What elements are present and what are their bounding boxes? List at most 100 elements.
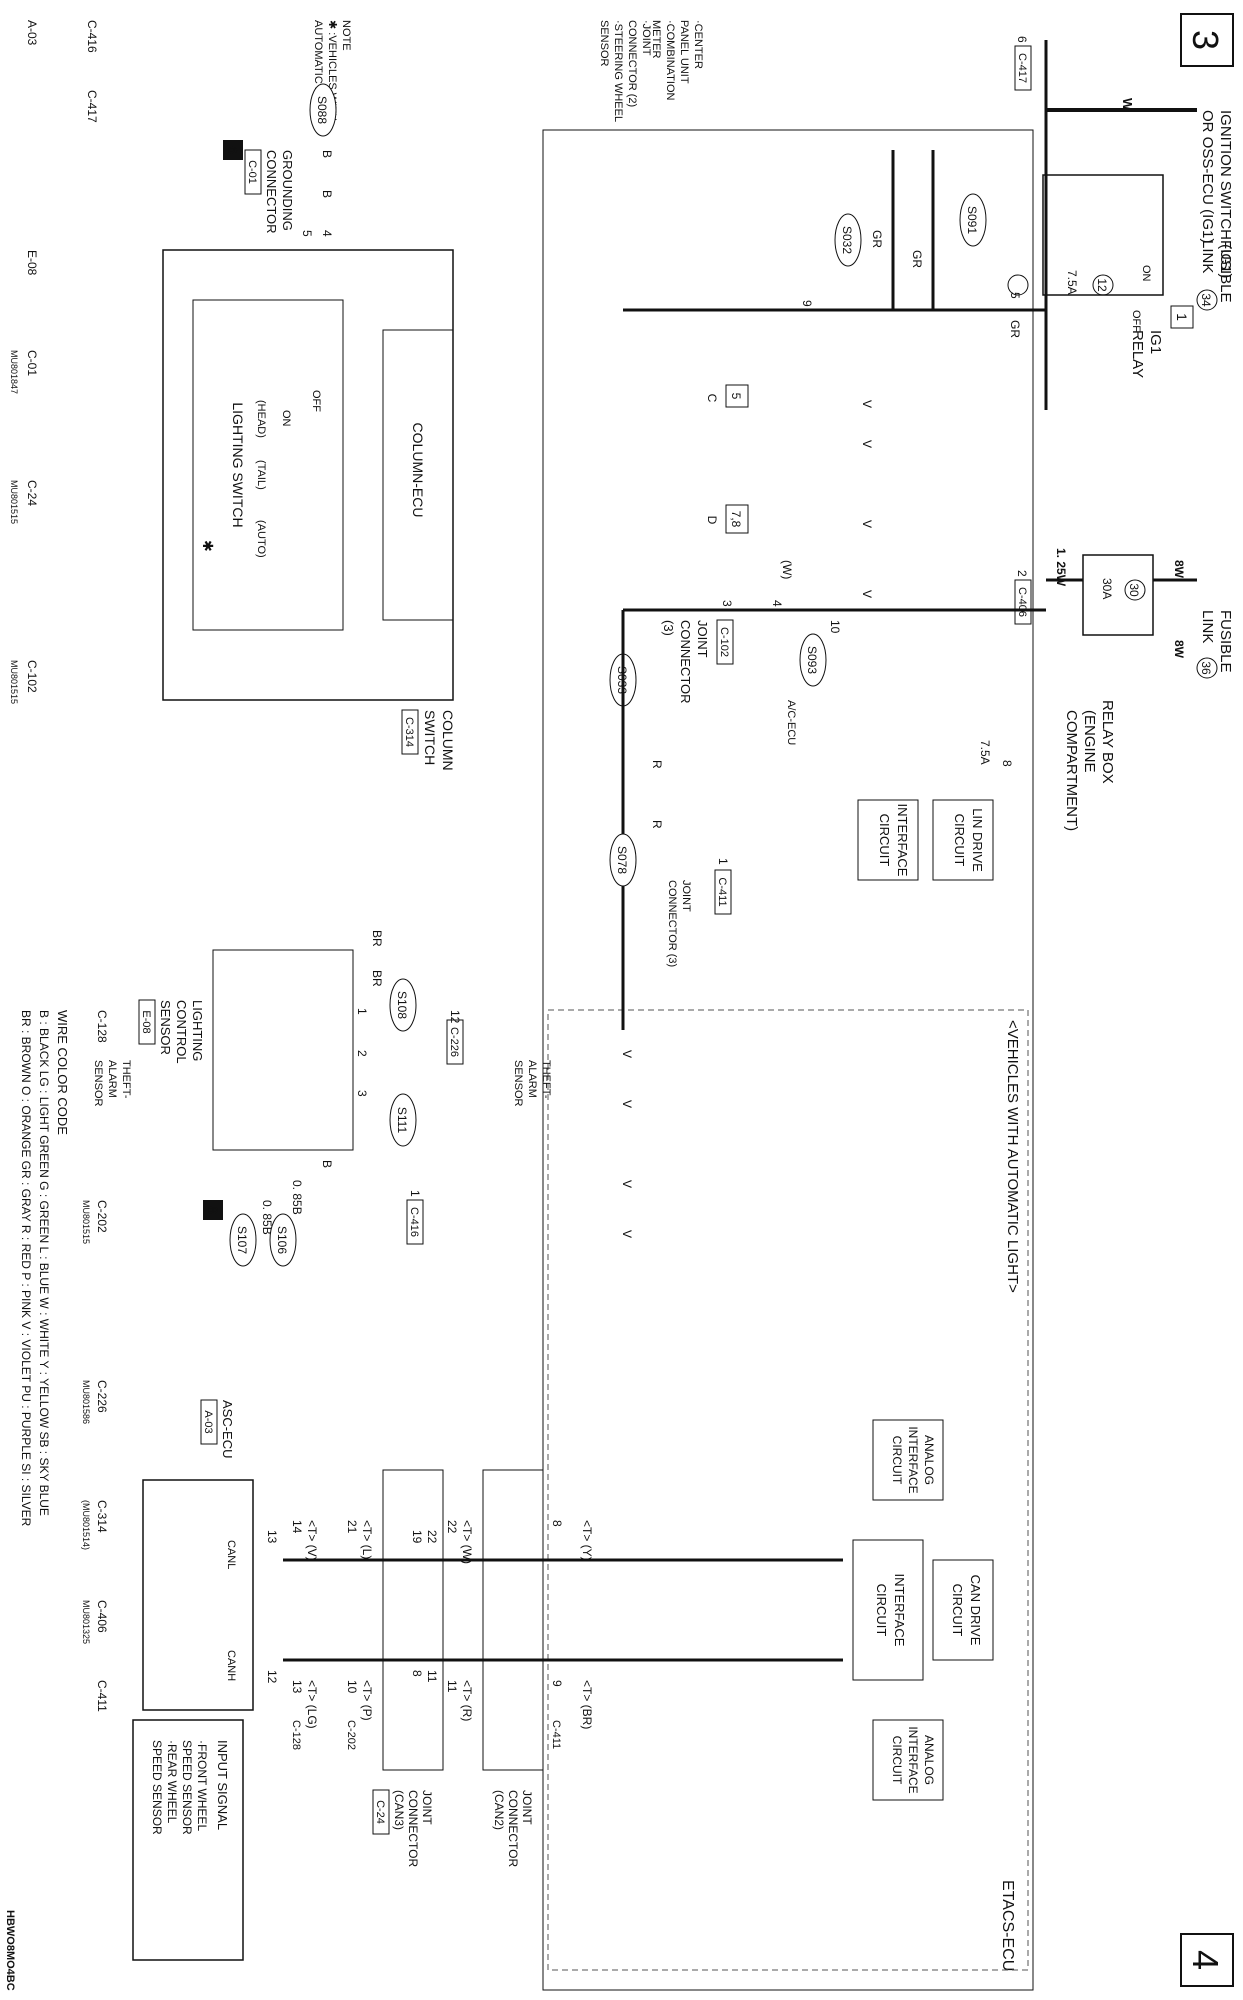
svg-text:C-314: C-314 [95, 1500, 109, 1533]
input-signal-box [132, 1719, 244, 1961]
svg-text:SENSOR: SENSOR [598, 20, 610, 67]
ig1-relay-label: IG1 [1147, 330, 1164, 354]
fusible-link-36-label2: LINK [1199, 610, 1216, 643]
page-marker-left: 3 [1180, 13, 1234, 67]
relay-fuse-number: 12 [1095, 278, 1109, 292]
splice-s088 [309, 83, 337, 137]
splice-s106 [269, 1213, 297, 1267]
can-drive-circuit: CAN DRIVE CIRCUIT [932, 1559, 994, 1661]
svg-text:CONNECTOR: CONNECTOR [264, 150, 279, 234]
pin-9: 9 [800, 300, 814, 307]
c416-label: C-416 [408, 1207, 420, 1237]
svg-text:E-08: E-08 [25, 250, 39, 276]
can-row-0-lp: 8 [550, 1520, 564, 1527]
interface-circuit-lin: INTERFACE CIRCUIT [857, 799, 919, 881]
joint-connector-can2: JOINT CONNECTOR (CAN2) [492, 1790, 534, 1867]
splice-s111 [389, 1093, 417, 1147]
svg-text:B : BLACK LG : LIGHT GREEN: B : BLACK LG : LIGHT GREEN G : GREEN L :… [37, 1010, 51, 1516]
svg-text:BR : BROWN O : ORANGE GR :: BR : BROWN O : ORANGE GR : GRAY R : RED … [19, 1010, 33, 1527]
svg-text:MU801847: MU801847 [9, 350, 19, 394]
relay-box-label2: (ENGINE [1081, 710, 1098, 773]
pin-4-ground: 4 [320, 230, 334, 237]
dest-theft-alarm-2: THEFT- ALARM SENSOR [92, 1060, 132, 1107]
dest-center-panel: ·CENTER PANEL UNIT ·COMBINATION METER [650, 20, 704, 101]
auto-light-region [547, 1009, 1029, 1971]
svg-text:CONTROL: CONTROL [174, 1000, 189, 1064]
relay-box-label3: COMPARTMENT) [1063, 710, 1080, 831]
ignition-switch-label: IGNITION SWITCH (IG1) [1217, 110, 1234, 278]
can-row-1-lp: 22 [445, 1520, 459, 1534]
svg-text:(CAN2): (CAN2) [492, 1790, 506, 1830]
can-bus-section [283, 1469, 843, 1771]
can-row-3-left: <T> (V) [305, 1520, 319, 1561]
svg-text:GROUNDING: GROUNDING [280, 150, 295, 231]
column-switch-label: COLUMN [440, 710, 456, 771]
pin-1d: 1 [408, 1190, 422, 1197]
relay-box-engine [1082, 554, 1154, 636]
dest-joint-connector-2: ·JOINT CONNECTOR (2) ·STEERING WHEEL SEN… [598, 20, 652, 122]
can-row-0-left: <T> (Y) [580, 1520, 594, 1561]
drawing-id: HBWO8MO4BC [4, 1910, 16, 1991]
svg-text:SENSOR: SENSOR [512, 1060, 524, 1107]
svg-text:19: 19 [410, 1530, 424, 1544]
relay-fuse-circle [1092, 274, 1114, 296]
can-pins: 13 12 22 19 11 8 [265, 1530, 439, 1684]
svg-text:CIRCUIT: CIRCUIT [890, 1436, 904, 1485]
connector-d-mark: D [705, 516, 719, 525]
svg-text:C-202: C-202 [95, 1200, 109, 1233]
svg-text:A-03: A-03 [25, 20, 39, 46]
svg-text:C-24: C-24 [25, 480, 39, 506]
column-switch-label2: SWITCH [422, 710, 438, 765]
splice-s093 [799, 633, 827, 687]
lin-drive-circuit: LIN DRIVE CIRCUIT [932, 799, 994, 881]
can-row-3-rp: 13 [290, 1680, 304, 1694]
ground-8: 8 [205, 1206, 221, 1214]
svg-text:·FRONT WHEEL: ·FRONT WHEEL [195, 1740, 209, 1831]
page-number-left: 3 [1185, 30, 1226, 50]
can-row-3-right: <T> (LG) [305, 1680, 319, 1729]
pin-4: 4 [770, 600, 784, 607]
connector-face-list: A-03 C-416 C-417 E-08 C-01 C-24 C-102 C-… [9, 20, 109, 1712]
svg-text:11: 11 [425, 1670, 439, 1683]
svg-text:7,8: 7,8 [729, 511, 743, 528]
svg-text:LIGHTING: LIGHTING [190, 1000, 205, 1061]
can-row-1-left: <T> (W) [460, 1520, 474, 1564]
ground-6: 6 [225, 146, 241, 154]
svg-text:12: 12 [265, 1670, 279, 1684]
interface-circuit-can: INTERFACE CIRCUIT [852, 1539, 924, 1681]
wire-8w-1: 8W [1172, 560, 1186, 579]
svg-text:S107: S107 [235, 1226, 249, 1254]
svg-text:22: 22 [425, 1530, 439, 1544]
ground-8-box [203, 1200, 223, 1220]
analog-interface-circuit-2: ANALOG INTERFACE CIRCUIT [872, 1719, 944, 1801]
svg-text:·REAR WHEEL: ·REAR WHEEL [165, 1740, 179, 1824]
asc-ecu-label: ASC-ECU [220, 1400, 235, 1459]
c416-tag [406, 1199, 424, 1245]
dest-theft-alarm-1: THEFT- ALARM SENSOR [512, 1060, 552, 1107]
splice-s091 [959, 193, 987, 247]
svg-text:·STEERING WHEEL: ·STEERING WHEEL [612, 20, 624, 122]
ground-6-box [223, 140, 243, 160]
fusible-link-36-label: FUSIBLE [1217, 610, 1234, 673]
svg-text:CIRCUIT: CIRCUIT [877, 814, 892, 867]
svg-text:13: 13 [265, 1530, 279, 1544]
asc-canl: CANL [225, 1540, 237, 1569]
relay-box-fuse-number: 30 [1127, 583, 1141, 597]
svg-text:CONNECTOR (2): CONNECTOR (2) [626, 20, 638, 107]
wire-v-4: V [860, 590, 874, 598]
wire-v-1: V [860, 400, 874, 408]
can-row-0-conn: C-411 [550, 1720, 562, 1749]
page-number-right: 4 [1185, 1950, 1226, 1970]
a03-tag [200, 1399, 218, 1445]
etacs-ecu-label: ETACS-ECU [999, 1880, 1016, 1971]
wire-color-w: W [1120, 98, 1135, 111]
svg-text:MU801325: MU801325 [81, 1600, 91, 1644]
svg-text:CIRCUIT: CIRCUIT [952, 814, 967, 867]
svg-text:JOINT: JOINT [680, 880, 692, 912]
wire-b-3: B [320, 1160, 334, 1168]
wire-br-2: BR [370, 970, 384, 987]
svg-text:CONNECTOR: CONNECTOR [678, 620, 693, 704]
relay-box-label: RELAY BOX [1099, 700, 1116, 784]
